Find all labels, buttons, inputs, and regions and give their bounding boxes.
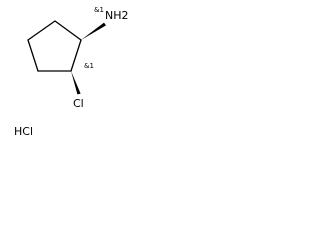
chlorine-label: Cl (73, 97, 84, 110)
wedge-bond-c1-n (81, 22, 106, 40)
stereo-label-c2: &1 (84, 62, 94, 70)
wedge-bond-c2-cl (71, 71, 81, 95)
cyclopentane-ring (27, 20, 82, 72)
ring-bond-c3-c4 (27, 39, 39, 72)
chemical-structure: NH2 Cl &1 &1 HCl (14, 6, 129, 138)
ring-bond-c5-c1 (54, 20, 82, 41)
stereo-label-c1: &1 (94, 6, 104, 14)
ring-bond-c4-c5 (27, 20, 56, 41)
salt-label: HCl (14, 125, 33, 138)
amine-label: NH2 (105, 9, 129, 22)
ring-bond-c1-c2 (70, 39, 82, 72)
